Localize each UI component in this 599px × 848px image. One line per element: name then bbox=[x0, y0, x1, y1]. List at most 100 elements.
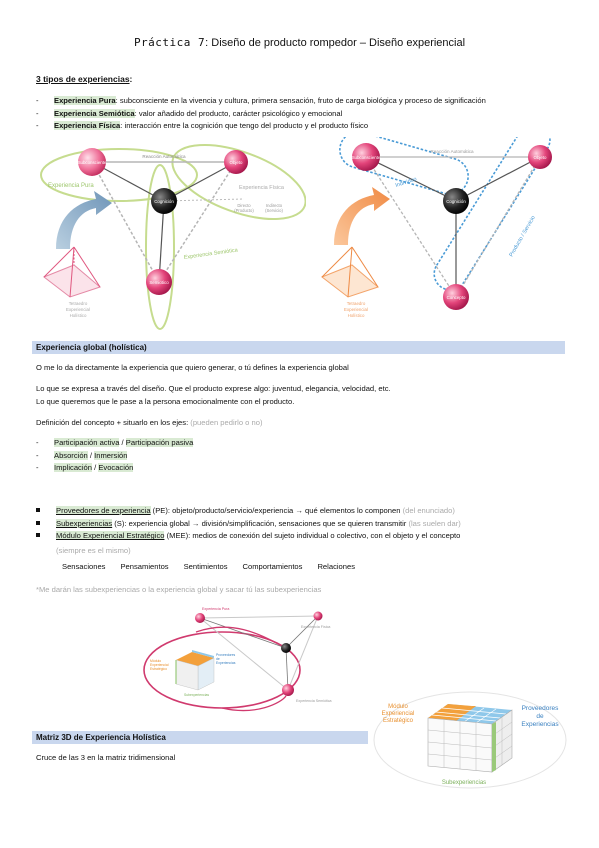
label-mod3-small: Estratégico bbox=[150, 667, 167, 671]
axis-b: Participación pasiva bbox=[125, 438, 194, 447]
cube-small-icon bbox=[175, 650, 215, 691]
section-heading-tipos: 3 tipos de experiencias: bbox=[36, 74, 132, 84]
edge-obj-cog-r bbox=[455, 156, 541, 202]
label-mod2: Experiencial bbox=[382, 711, 415, 717]
term-label: Experiencia Física bbox=[54, 121, 121, 131]
channel-item: Sensaciones bbox=[62, 562, 106, 571]
axis-b: Evocación bbox=[98, 463, 134, 473]
node-cognicion bbox=[151, 188, 177, 214]
node-small bbox=[281, 643, 291, 653]
axis-sep: / bbox=[119, 438, 126, 447]
label-prov3-small: Experiencias bbox=[216, 661, 236, 665]
title-rest: : Diseño de producto rompedor – Diseño e… bbox=[205, 37, 466, 49]
label-tetra1-r: Tetraedro bbox=[347, 301, 366, 306]
list-item: -Experiencia Pura: subconsciente en la v… bbox=[36, 96, 486, 105]
paragraph-matriz: Cruce de las 3 en la matriz tridimension… bbox=[36, 753, 176, 762]
label-semiotica-small: Experiencia Semiótica bbox=[296, 699, 332, 703]
node-label-subconsciente-r: Subconsciente bbox=[352, 155, 381, 160]
paragraph: Lo que queremos que le pase a la persona… bbox=[36, 397, 295, 406]
label-prov1-small: Proveedores bbox=[216, 653, 236, 657]
page-title: Práctica 7: Diseño de producto rompedor … bbox=[0, 36, 599, 49]
label-subexperiencias: Subexperiencias bbox=[442, 780, 486, 786]
term-text: : subconsciente en la vivencia y cultura… bbox=[115, 96, 486, 105]
label-prov1: Proveedores bbox=[522, 705, 560, 712]
list-item: -Participación activa / Participación pa… bbox=[36, 438, 194, 447]
node-subconsciente bbox=[78, 148, 106, 176]
label-sub-small: Subexperiencias bbox=[184, 693, 209, 697]
edge-cog-sem bbox=[158, 200, 165, 283]
section-band-global: Experiencia global (holística) bbox=[32, 341, 565, 354]
axis-a: Implicación bbox=[54, 463, 92, 473]
node-objeto-r bbox=[528, 145, 552, 169]
label-directo-sub: (Producto) bbox=[234, 208, 254, 213]
node-label-cognicion-r: Cognición bbox=[446, 199, 466, 204]
diagram-matriz-tetraedro: Experiencia Pura Experiencia Física Expe… bbox=[143, 607, 332, 712]
cube-large-icon bbox=[427, 704, 513, 773]
label-mod1: Módulo bbox=[388, 704, 408, 710]
component-label: Módulo Experiencial Estratégico bbox=[56, 531, 165, 541]
component-note: (del enunciado) bbox=[402, 506, 455, 515]
tetraedro-small-icon bbox=[320, 246, 380, 298]
label-individuo: Individuo bbox=[395, 176, 418, 189]
ellipse-semiotica bbox=[145, 164, 175, 330]
label-indirecto-sub: (Servicio) bbox=[265, 208, 283, 213]
box-producto bbox=[433, 137, 551, 291]
node-subconsciente-r bbox=[352, 143, 380, 171]
label-fisica-small: Experiencia Física bbox=[301, 625, 330, 629]
axis-sep: / bbox=[91, 463, 99, 473]
component-text: (PE): objeto/producto/servicio/experienc… bbox=[150, 506, 403, 515]
arrow-orange-icon bbox=[334, 187, 390, 245]
node-label-semiotico: Semiotico bbox=[149, 280, 169, 285]
axis-b: Inmersión bbox=[94, 450, 128, 460]
node-label-cognicion: Cognición bbox=[154, 199, 174, 204]
label-pura-small: Experiencia Pura bbox=[202, 607, 229, 611]
list-item: Subexperiencias (S): experiencia global … bbox=[36, 518, 571, 531]
label-producto: Producto / Servicio bbox=[509, 215, 537, 258]
node-objeto bbox=[224, 150, 248, 174]
edge-cog2 bbox=[285, 615, 319, 649]
label-mod1-small: Módulo bbox=[150, 659, 161, 663]
paragraph: O me lo da directamente la experiencia q… bbox=[36, 363, 349, 372]
label-directo: Directo bbox=[237, 203, 251, 208]
list-item: -Experiencia Semiótica: valor añadido de… bbox=[36, 108, 343, 118]
edge-cog1 bbox=[199, 617, 287, 649]
connector-line bbox=[221, 695, 287, 712]
list-item: -Experiencia Física: interacción entre l… bbox=[36, 121, 369, 131]
label-tetra3: Holístico bbox=[70, 313, 87, 318]
edge-sub-con-r bbox=[365, 156, 457, 298]
edge-obj-cog bbox=[163, 161, 237, 202]
label-tetra2: Experiencial bbox=[66, 307, 90, 312]
channel-item: Relaciones bbox=[317, 562, 356, 571]
box-individuo bbox=[339, 137, 469, 196]
channel-item: Comportamientos bbox=[242, 562, 303, 571]
edge-cog-directo bbox=[163, 198, 245, 202]
tetraedro-small-icon bbox=[42, 246, 102, 298]
label-mod2-small: Experiencial bbox=[150, 663, 169, 667]
term-text: : interacción entre la cognición que ten… bbox=[120, 121, 369, 131]
label-prov3: Experiencias bbox=[521, 721, 559, 728]
edge-right bbox=[287, 615, 319, 691]
tipos-list: -Experiencia Pura: subconsciente en la v… bbox=[36, 95, 571, 133]
ejes-list: -Participación activa / Participación pa… bbox=[36, 437, 571, 475]
node-label-objeto: Objeto bbox=[230, 160, 243, 165]
tipos-heading-colon: : bbox=[129, 74, 133, 84]
list-item: -Implicación / Evocación bbox=[36, 463, 134, 473]
diagram-tetraedro-right: Tetraedro Experiencial Holístico Subcons… bbox=[320, 137, 552, 318]
list-item: Módulo Experiencial Estratégico (MEE): m… bbox=[36, 530, 571, 543]
label-tetra2-r: Experiencial bbox=[344, 307, 368, 312]
component-note-mee: (siempre es el mismo) bbox=[56, 546, 131, 555]
diagram-tetraedro-left: Tetraedro Experiencial Holístico Subcons… bbox=[40, 144, 306, 330]
edge-sub-sem bbox=[91, 161, 160, 283]
ejes-note: (pueden pedirlo o no) bbox=[190, 418, 263, 427]
component-text: (S): experiencia global → división/simpl… bbox=[112, 518, 409, 528]
label-experiencia-semiotica: Experiencia Semiótica bbox=[183, 247, 239, 261]
axis-a: Participación activa bbox=[54, 438, 120, 447]
ellipse-fisica bbox=[171, 144, 306, 220]
edge-sub-cog-r bbox=[365, 156, 457, 202]
list-item: -Absorción / Inmersión bbox=[36, 450, 128, 460]
node-label-concepto-r: Concepto bbox=[447, 295, 466, 300]
component-note: (las suelen dar) bbox=[408, 518, 461, 528]
component-text: (MEE): medios de conexión del sujeto ind… bbox=[164, 531, 461, 541]
edge-cog3 bbox=[285, 647, 289, 691]
label-reaccion-r: Reacción Automática bbox=[430, 149, 474, 154]
